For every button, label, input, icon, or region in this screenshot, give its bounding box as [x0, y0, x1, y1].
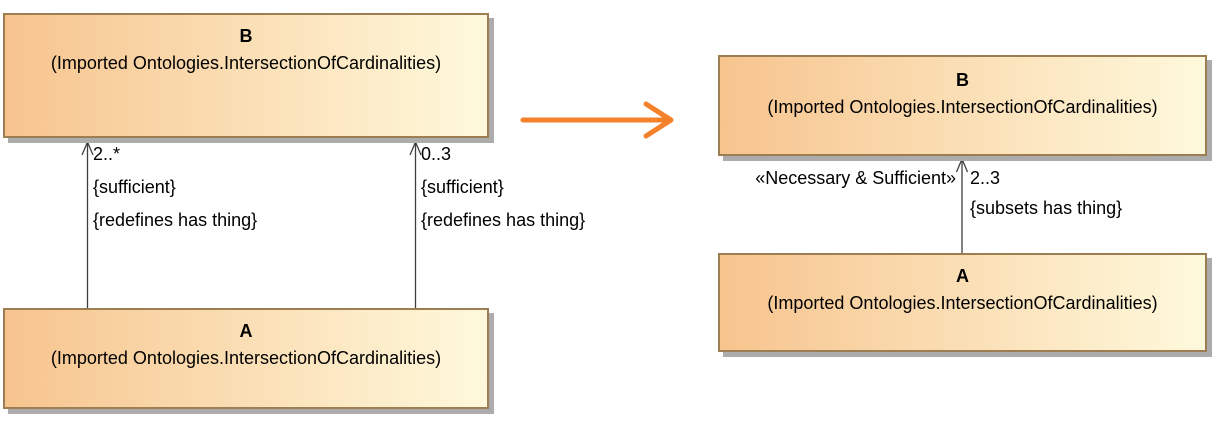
constraint-label: {redefines has thing} — [421, 210, 586, 230]
open-arrowhead-icon — [81, 140, 94, 156]
transform-arrow-icon — [520, 101, 674, 139]
constraint-label: {sufficient} — [421, 177, 504, 197]
multiplicity-label: 2..3 — [970, 168, 1001, 188]
multiplicity-label: 0..3 — [421, 144, 452, 164]
class-qualifier: (Imported Ontologies.IntersectionOfCardi… — [767, 97, 1158, 117]
class-qualifier: (Imported Ontologies.IntersectionOfCardi… — [50, 53, 442, 73]
class-box-a-before: A (Imported Ontologies.IntersectionOfCar… — [3, 308, 489, 409]
class-box-b-before: B (Imported Ontologies.IntersectionOfCar… — [3, 13, 489, 138]
constraint-label: {subsets has thing} — [970, 198, 1123, 218]
open-arrowhead-icon — [409, 140, 422, 156]
constraint-label: {redefines has thing} — [93, 210, 258, 230]
class-qualifier: (Imported Ontologies.IntersectionOfCardi… — [50, 348, 442, 368]
class-box-b-after: B (Imported Ontologies.IntersectionOfCar… — [718, 55, 1207, 156]
transform-arrow-head — [643, 101, 674, 139]
multiplicity-label: 2..* — [93, 144, 121, 164]
stereotype-label: «Necessary & Sufficient» — [755, 168, 956, 188]
class-box-a-after: A (Imported Ontologies.IntersectionOfCar… — [718, 253, 1207, 352]
class-name: A — [956, 266, 969, 286]
class-qualifier: (Imported Ontologies.IntersectionOfCardi… — [767, 293, 1158, 313]
open-arrowhead-icon — [955, 157, 969, 173]
class-name: B — [956, 70, 969, 90]
class-name: A — [239, 321, 253, 341]
constraint-label: {sufficient} — [93, 177, 176, 197]
class-name: B — [239, 26, 253, 46]
